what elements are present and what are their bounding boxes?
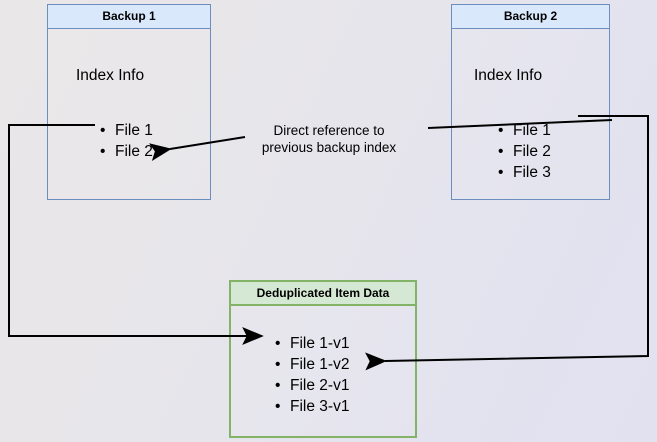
list-item: File 2 bbox=[100, 141, 153, 162]
list-item: File 3-v1 bbox=[275, 396, 349, 417]
list-item: File 1-v1 bbox=[275, 333, 349, 354]
direct-reference-line1: Direct reference to bbox=[273, 123, 385, 138]
backup1-header: Backup 1 bbox=[48, 5, 210, 29]
direct-reference-annotation: Direct reference to previous backup inde… bbox=[243, 122, 415, 156]
backup1-box[interactable]: Backup 1 Index Info File 1 File 2 bbox=[47, 4, 211, 200]
deduplicated-item-data-body: File 1-v1 File 1-v2 File 2-v1 File 3-v1 bbox=[231, 306, 415, 436]
dedup-file-list: File 1-v1 File 1-v2 File 2-v1 File 3-v1 bbox=[275, 333, 349, 417]
backup2-box[interactable]: Backup 2 Index Info File 1 File 2 File 3 bbox=[451, 4, 610, 200]
backup1-file-list: File 1 File 2 bbox=[100, 120, 153, 162]
backup2-file-list: File 1 File 2 File 3 bbox=[498, 120, 551, 183]
list-item: File 2 bbox=[498, 141, 551, 162]
deduplicated-item-data-header: Deduplicated Item Data bbox=[231, 282, 415, 306]
backup2-header: Backup 2 bbox=[452, 5, 609, 29]
list-item: File 2-v1 bbox=[275, 375, 349, 396]
backup2-body: Index Info File 1 File 2 File 3 bbox=[452, 29, 609, 199]
list-item: File 1 bbox=[498, 120, 551, 141]
list-item: File 1-v2 bbox=[275, 354, 349, 375]
backup1-body: Index Info File 1 File 2 bbox=[48, 29, 210, 199]
backup1-index-info-label: Index Info bbox=[76, 67, 145, 84]
deduplicated-item-data-box[interactable]: Deduplicated Item Data File 1-v1 File 1-… bbox=[229, 280, 417, 438]
list-item: File 3 bbox=[498, 162, 551, 183]
backup2-index-info-label: Index Info bbox=[474, 67, 543, 84]
direct-reference-line2: previous backup index bbox=[261, 140, 397, 155]
list-item: File 1 bbox=[100, 120, 153, 141]
